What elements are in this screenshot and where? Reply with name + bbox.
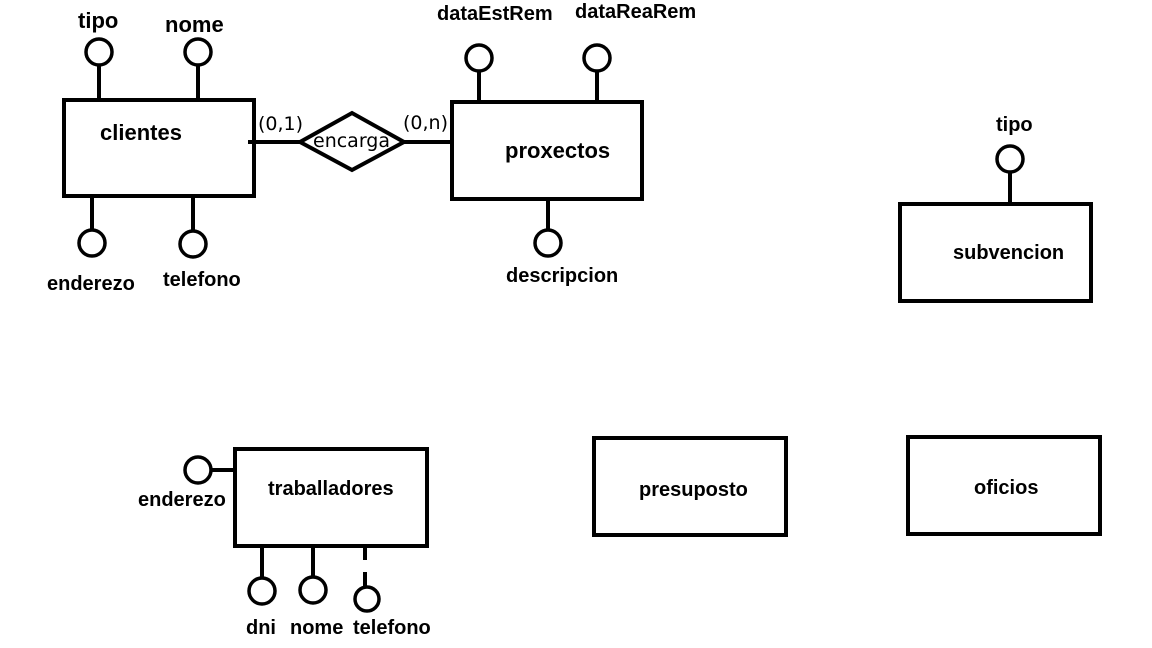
attribute-traballadores-telefono[interactable]: telefono — [353, 546, 431, 639]
attribute-proxectos-descripcion[interactable]: descripcion — [506, 199, 618, 287]
attribute-traballadores-telefono-label: telefono — [353, 617, 431, 639]
attribute-clientes-tipo-label: tipo — [78, 8, 118, 33]
relationship-encarga-label: encarga — [313, 130, 390, 152]
attribute-traballadores-dni-circle — [247, 576, 277, 606]
entity-traballadores-label: traballadores — [268, 478, 394, 500]
attribute-proxectos-dataEstRem[interactable]: dataEstRem — [437, 3, 553, 102]
attribute-traballadores-enderezo[interactable]: enderezo — [138, 455, 235, 511]
entity-traballadores-box — [233, 447, 429, 548]
attribute-proxectos-descripcion-label: descripcion — [506, 265, 618, 287]
attribute-clientes-telefono-circle — [178, 229, 208, 259]
entity-presuposto[interactable]: presuposto — [592, 436, 788, 537]
attribute-proxectos-descripcion-circle — [533, 228, 563, 258]
attribute-clientes-enderezo-circle — [77, 228, 107, 258]
attribute-traballadores-enderezo-circle — [183, 455, 213, 485]
entity-oficios[interactable]: oficios — [906, 435, 1102, 536]
entity-oficios-box — [906, 435, 1102, 536]
entity-presuposto-label: presuposto — [639, 479, 748, 501]
entity-proxectos-label: proxectos — [505, 138, 610, 163]
entity-subvencion-box — [898, 202, 1093, 303]
attribute-proxectos-dataReaRem[interactable]: dataReaRem — [575, 1, 696, 102]
attribute-traballadores-nome[interactable]: nome — [290, 546, 343, 639]
attribute-subvencion-tipo-label: tipo — [996, 114, 1033, 136]
attribute-clientes-nome[interactable]: nome — [165, 12, 224, 100]
attribute-clientes-enderezo[interactable]: enderezo — [47, 196, 135, 295]
attribute-traballadores-dni[interactable]: dni — [246, 546, 277, 639]
attribute-clientes-tipo-circle — [84, 37, 114, 67]
entity-subvencion-label: subvencion — [953, 242, 1064, 264]
relationship-encarga[interactable]: encarga — [248, 110, 452, 173]
attribute-subvencion-tipo-circle — [995, 144, 1025, 174]
relationship-encarga-diamond — [295, 110, 409, 173]
attribute-traballadores-dni-label: dni — [246, 617, 276, 639]
attribute-traballadores-nome-label: nome — [290, 617, 343, 639]
cardinality-clientes-encarga: (0,1) — [258, 113, 303, 135]
attribute-clientes-tipo[interactable]: tipo — [78, 8, 118, 100]
attribute-traballadores-nome-circle — [298, 575, 328, 605]
attribute-clientes-enderezo-label: enderezo — [47, 273, 135, 295]
attribute-clientes-nome-label: nome — [165, 12, 224, 37]
entity-clientes-box — [62, 98, 256, 198]
attribute-proxectos-dataEstRem-circle — [464, 43, 494, 73]
attribute-proxectos-dataEstRem-label: dataEstRem — [437, 3, 553, 25]
attribute-subvencion-tipo[interactable]: tipo — [995, 114, 1033, 204]
attribute-clientes-telefono[interactable]: telefono — [163, 196, 241, 291]
attribute-clientes-telefono-label: telefono — [163, 269, 241, 291]
entity-presuposto-box — [592, 436, 788, 537]
entity-proxectos[interactable]: proxectos — [450, 100, 644, 201]
entity-clientes-label: clientes — [100, 120, 182, 145]
attribute-clientes-nome-circle — [183, 37, 213, 67]
cardinality-encarga-proxectos: (0,n) — [403, 112, 448, 134]
attribute-proxectos-dataReaRem-circle — [582, 43, 612, 73]
entity-traballadores[interactable]: traballadores — [233, 447, 429, 548]
entity-clientes[interactable]: clientes — [62, 98, 256, 198]
attribute-traballadores-enderezo-label: enderezo — [138, 489, 226, 511]
attribute-proxectos-dataReaRem-label: dataReaRem — [575, 1, 696, 23]
attribute-traballadores-telefono-circle — [353, 585, 381, 613]
entity-oficios-label: oficios — [974, 477, 1038, 499]
entity-subvencion[interactable]: subvencion — [898, 202, 1093, 303]
